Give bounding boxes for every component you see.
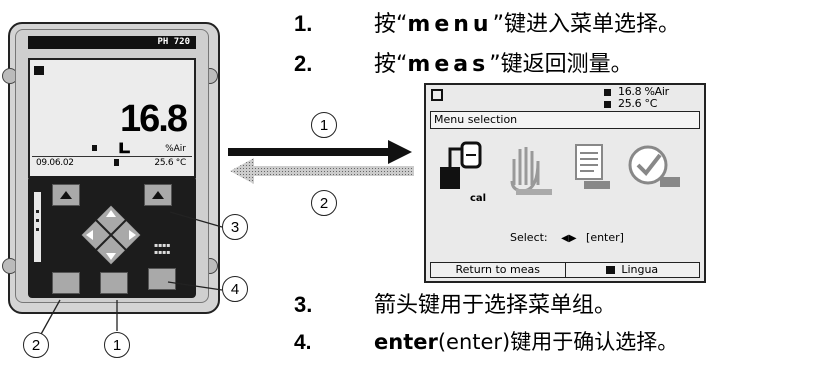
meas-keyword: meas (407, 52, 490, 77)
left-right-arrows-icon: ◀▶ (561, 233, 577, 244)
temperature-icon (604, 101, 611, 108)
callout-1: 1 (104, 332, 130, 358)
check-key-icon[interactable] (626, 141, 686, 199)
sensor-status-icon (431, 89, 443, 101)
step-2: 2. 按“meas”键返回测量。 (294, 51, 633, 77)
select-hint: Select: ◀▶ [enter] (510, 231, 624, 244)
menu-selection-screen: 16.8 %Air 25.6 °C Menu selection cal Sel… (424, 83, 706, 283)
return-to-meas-softkey[interactable]: Return to meas (455, 263, 541, 276)
arrow-callout-2: 2 (311, 190, 337, 216)
maintenance-hand-icon[interactable] (502, 141, 558, 199)
up-left-key[interactable] (52, 184, 80, 206)
arrow-keypad[interactable] (80, 204, 142, 266)
callout-4: 4 (222, 276, 248, 302)
menu-footer: Return to meas Lingua (430, 262, 700, 278)
document-icon[interactable] (568, 141, 618, 199)
step-3: 3. 箭头键用于选择菜单组。 (294, 292, 617, 318)
menu-key[interactable] (100, 272, 128, 294)
step-1: 1. 按“menu”键进入菜单选择。 (294, 11, 680, 37)
temperature-icon (114, 159, 119, 166)
device-reading-unit: %Air (165, 144, 186, 154)
device-brand: PH 720 (157, 37, 190, 47)
enter-keyword: enter (374, 330, 438, 354)
callout-3: 3 (222, 214, 248, 240)
arrow-callout-1: 1 (311, 112, 337, 138)
direction-arrows (228, 140, 414, 184)
language-icon (606, 266, 616, 274)
device-display: 16.8 ▐▂ %Air 09.06.02 25.6 °C (28, 58, 196, 178)
device-date: 09.06.02 (36, 158, 74, 168)
lingua-softkey[interactable]: Lingua (564, 263, 700, 277)
status-reading: 16.8 %Air (618, 85, 669, 98)
enter-key-label: ▪▪▪▪▪▪▪▪ (154, 242, 171, 256)
step-4: 4. enter(enter)键用于确认选择。 (294, 330, 679, 354)
keypad-side-label (34, 192, 41, 262)
hold-icon (92, 145, 97, 151)
cal-label: cal (470, 193, 487, 204)
menu-keyword: menu (407, 12, 493, 37)
trend-icon: ▐▂ (116, 144, 130, 154)
meas-key[interactable] (52, 272, 80, 294)
callout-2: 2 (23, 332, 49, 358)
menu-title: Menu selection (430, 111, 700, 129)
arrow-left-icon (230, 158, 414, 184)
arrow-right-icon (228, 140, 412, 164)
calibration-icon[interactable] (432, 141, 494, 205)
enter-key[interactable] (148, 268, 176, 290)
status-temperature: 25.6 °C (618, 97, 658, 110)
reading-icon (604, 89, 611, 96)
device-keypad: ▪▪▪▪▪▪▪▪ (28, 176, 196, 298)
sensor-status-icon (34, 66, 44, 75)
up-right-key[interactable] (144, 184, 172, 206)
device-header-bar: PH 720 (28, 36, 196, 49)
display-divider (32, 156, 192, 157)
device-reading-value: 16.8 (120, 98, 188, 140)
device-temperature: 25.6 °C (154, 158, 186, 168)
